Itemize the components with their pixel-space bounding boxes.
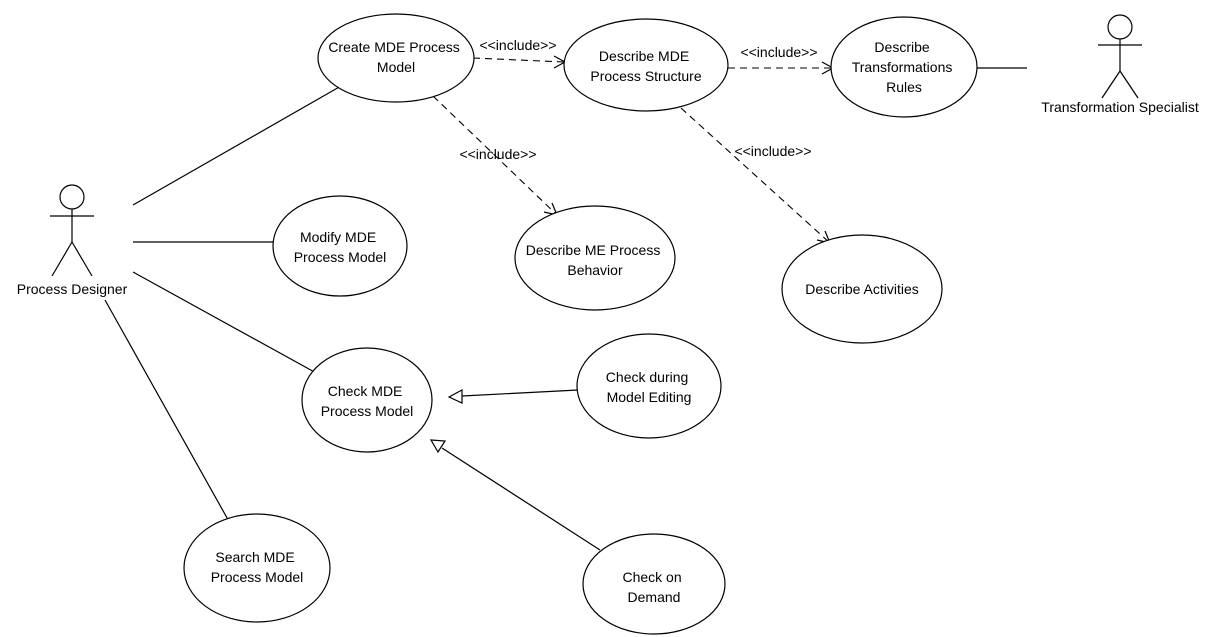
svg-text:Describe ME Process Beha: Describe ME Process Behavior	[526, 242, 664, 278]
actor-label: Process Designer	[17, 281, 128, 297]
actor-left-leg-icon	[1101, 70, 1121, 99]
actor-label: Transformation Specialist	[1041, 99, 1199, 115]
use-case-search-model[interactable]: Search MDE Process Model	[183, 513, 331, 623]
svg-text:Search MDE Process Model: Search MDE Process Model	[211, 549, 304, 585]
use-case-describe-structure[interactable]: Describe MDE Process Structure	[563, 18, 729, 112]
generalization-triangle-icon	[447, 388, 463, 404]
actor-head-icon	[59, 184, 85, 210]
svg-text:Describe MDE Process St: Describe MDE Process Structure	[590, 48, 701, 84]
actor-left-leg-icon	[51, 241, 73, 277]
use-case-describe-transformations[interactable]: Describe Transformations Rules	[830, 16, 978, 118]
generalization-triangle-icon	[429, 439, 447, 454]
use-case-modify-model[interactable]: Modify MDE Process Model	[272, 195, 408, 297]
svg-text:Describe Activities: Describe Activities	[805, 281, 919, 297]
association-search-model	[104, 299, 232, 526]
association-check-model	[132, 271, 319, 375]
use-case-create-model[interactable]: Create MDE Process Model	[317, 13, 475, 103]
actor-head-icon	[1107, 14, 1133, 40]
actor-right-leg-icon	[71, 241, 93, 277]
svg-text:Modify MDE Process Model: Modify MDE Process Model	[294, 229, 387, 265]
include-label: <<include>>	[734, 143, 811, 159]
use-case-check-on-demand[interactable]: Check on Demand	[582, 533, 726, 635]
use-case-check-model[interactable]: Check MDE Process Model	[301, 347, 433, 453]
svg-text:Create MDE Process Mode: Create MDE Process Model	[328, 39, 463, 75]
include-label: <<include>>	[479, 37, 556, 53]
svg-text:Check during Model Edit: Check during Model Editing	[606, 369, 692, 405]
include-dependency-activities	[680, 107, 831, 244]
svg-text:Check on Demand: Check on Demand	[622, 569, 685, 605]
generalization-during-editing	[461, 389, 579, 397]
actor-process-designer[interactable]: Process Designer	[17, 184, 128, 297]
use-case-check-during-editing[interactable]: Check during Model Editing	[576, 333, 722, 439]
include-dependency-behavior	[432, 95, 558, 216]
use-case-describe-activities[interactable]: Describe Activities	[781, 234, 943, 344]
include-label: <<include>>	[740, 44, 817, 60]
include-label: <<include>>	[459, 146, 536, 162]
svg-text:Describe Transformations: Describe Transformations Rules	[852, 39, 957, 95]
generalization-on-demand	[441, 447, 601, 551]
actor-transformation-specialist[interactable]: Transformation Specialist	[1041, 14, 1199, 115]
use-case-describe-behavior[interactable]: Describe ME Process Behavior	[514, 205, 676, 311]
svg-text:Check MDE Process Model: Check MDE Process Model	[321, 383, 414, 419]
include-dependency-structure	[472, 57, 565, 63]
actor-right-leg-icon	[1119, 70, 1139, 99]
association-create-model	[132, 85, 342, 206]
